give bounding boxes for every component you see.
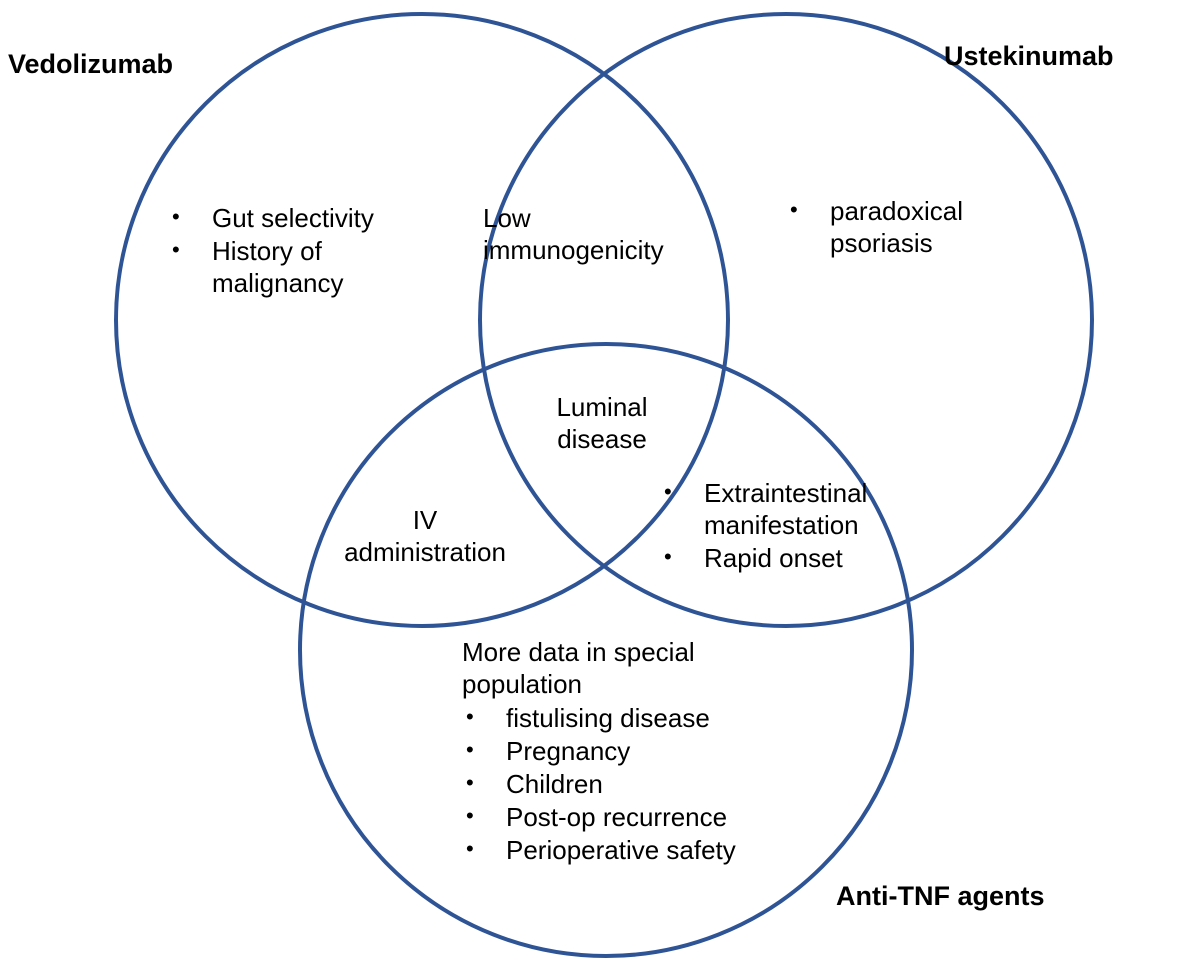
region-anti-tnf-only: More data in special population fistulis… (462, 637, 802, 868)
circle-ustekinumab (478, 12, 1094, 628)
set-label-vedolizumab: Vedolizumab (8, 49, 174, 79)
region-heading: More data in special population (462, 637, 695, 699)
region-ustekinumab-only: paradoxical psoriasis (786, 195, 1046, 261)
list-item: Post-op recurrence (462, 801, 802, 834)
list-item: Children (462, 768, 802, 801)
region-text-line: administration (344, 536, 506, 567)
region-text-line: immunogenicity (483, 234, 664, 265)
list-item: History of malignancy (168, 235, 458, 300)
region-list: paradoxical psoriasis (786, 195, 1046, 260)
list-item: fistulising disease (462, 702, 802, 735)
set-label-anti-tnf-agents: Anti-TNF agents (836, 881, 1045, 911)
region-vedolizumab-only: Gut selectivity History of malignancy (168, 202, 458, 301)
region-list: fistulising disease Pregnancy Children P… (462, 702, 802, 867)
list-item: Perioperative safety (462, 834, 802, 867)
list-item: Rapid onset (660, 542, 930, 575)
circle-vedolizumab (114, 12, 730, 628)
list-item: Extraintestinal manifestation (660, 477, 930, 542)
region-list: Extraintestinal manifestation Rapid onse… (660, 477, 930, 575)
region-text-line: disease (557, 423, 647, 454)
region-list: Gut selectivity History of malignancy (168, 202, 458, 300)
circle-anti-tnf (298, 342, 914, 958)
region-all-three-intersection: Luminal disease (497, 392, 707, 456)
list-item: paradoxical psoriasis (786, 195, 1046, 260)
list-item: Pregnancy (462, 735, 802, 768)
region-vedolizumab-ustekinumab: Low immunogenicity (483, 203, 723, 267)
region-text-line: Low (483, 203, 531, 233)
region-text-line: IV (412, 505, 438, 535)
region-text-line: Luminal (556, 392, 648, 422)
list-item: Gut selectivity (168, 202, 458, 235)
region-ustekinumab-anti-tnf: Extraintestinal manifestation Rapid onse… (660, 477, 930, 576)
set-label-ustekinumab: Ustekinumab (944, 41, 1114, 71)
region-vedolizumab-anti-tnf: IV administration (300, 505, 550, 569)
